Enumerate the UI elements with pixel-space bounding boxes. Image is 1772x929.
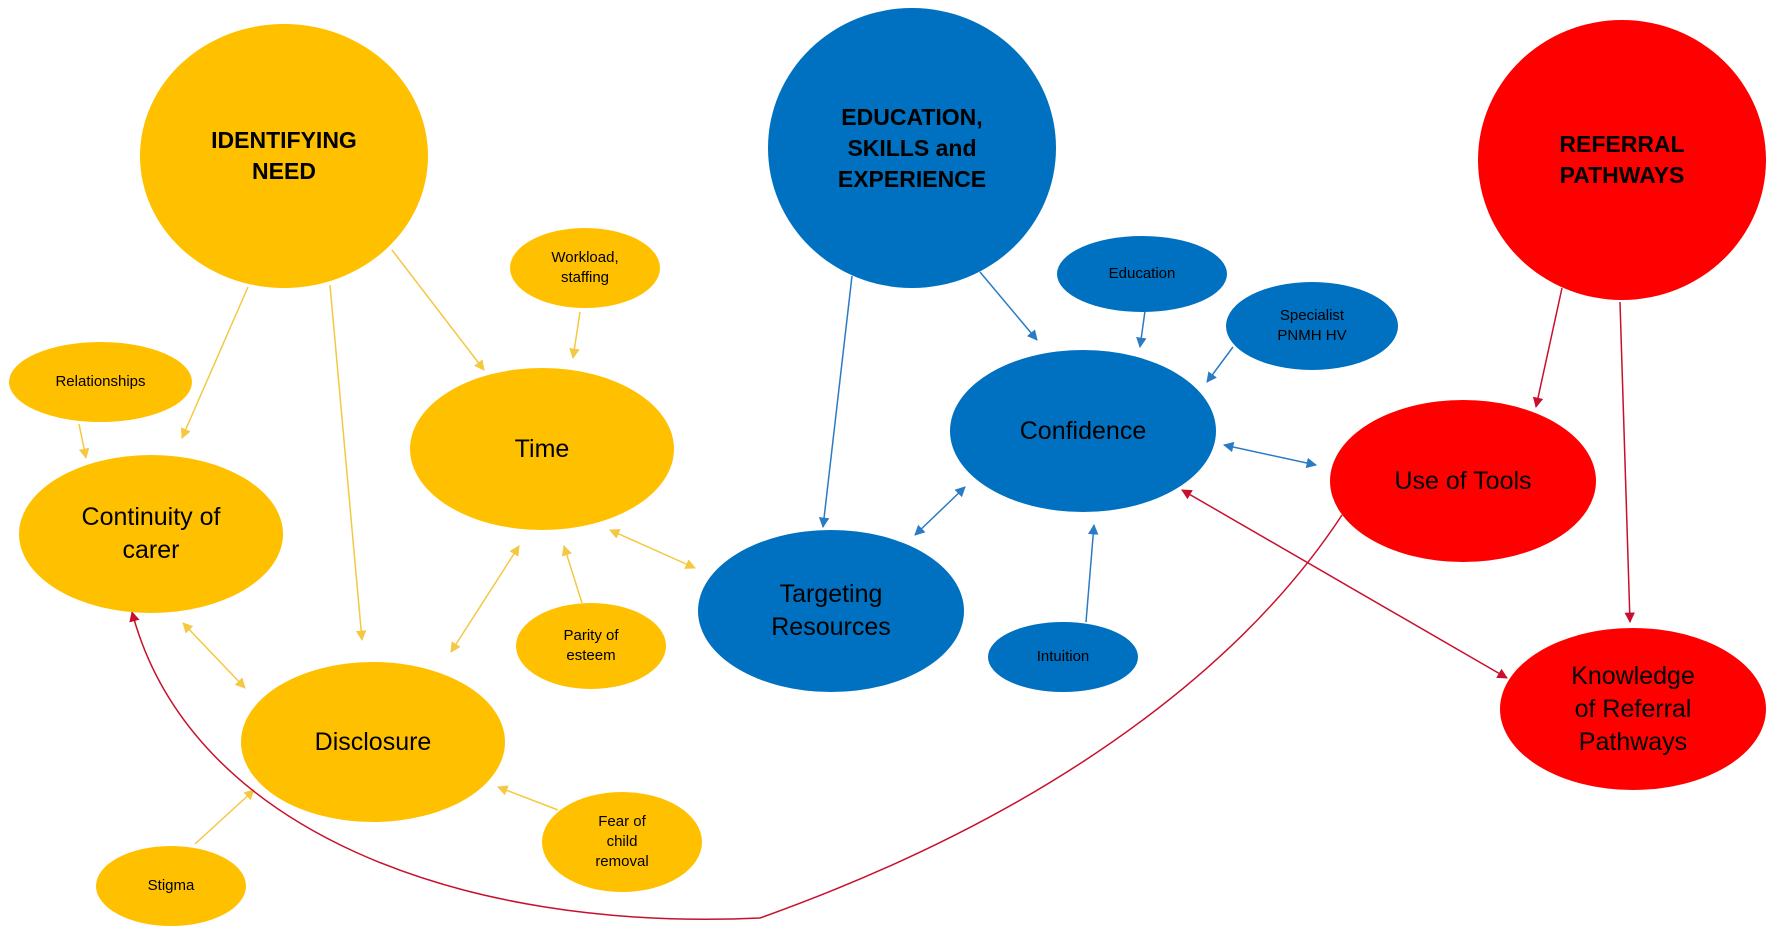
node-label: Disclosure [314,727,432,756]
node-label: Knowledge of Referral Pathways [1571,661,1695,756]
node-label: Parity of esteem [563,627,619,664]
node-time: Time [410,368,674,530]
node-label: Specialist PNMH HV [1277,307,1347,344]
node-relationships: Relationships [9,342,192,422]
node-label: Relationships [55,373,146,390]
node-parity-of-esteem: Parity of esteem [516,603,666,689]
node-label: Fear of child removal [595,813,649,870]
link-identifying-to-continuity [180,286,249,439]
node-label: Continuity of carer [81,503,221,564]
link-education-skills-to-confidence [979,271,1038,341]
link-workload-to-time [569,311,581,360]
node-referral-pathways: REFERRAL PATHWAYS [1478,20,1766,300]
node-stigma: Stigma [96,846,246,926]
node-label: REFERRAL PATHWAYS [1559,131,1685,188]
link-use-of-tools-to-continuity [129,514,1343,920]
node-targeting-resources: Targeting Resources [698,530,964,692]
link-confidence-targeting [914,486,966,536]
link-continuity-disclosure [182,622,246,689]
node-knowledge-of-referral-pathways: Knowledge of Referral Pathways [1500,628,1766,790]
link-specialist-to-confidence [1206,346,1234,383]
node-label: IDENTIFYING NEED [211,127,357,184]
node-education: Education [1057,236,1227,312]
node-label: Stigma [147,877,195,894]
link-relationships-to-continuity [78,423,90,460]
node-label: EDUCATION, SKILLS and EXPERIENCE [837,103,987,192]
node-fear-of-child-removal: Fear of child removal [542,792,702,892]
node-label: Targeting Resources [771,580,891,641]
node-label: Confidence [1019,416,1147,445]
node-education-skills-experience: EDUCATION, SKILLS and EXPERIENCE [768,8,1056,288]
node-label: Time [514,434,570,463]
node-label: Education [1108,265,1176,282]
node-confidence: Confidence [950,350,1216,512]
link-intuition-to-confidence [1085,523,1099,623]
link-fear-to-disclosure [497,785,559,811]
link-confidence-use-of-tools [1222,441,1318,469]
link-time-targeting [609,529,696,569]
node-specialist-pnmh-hv: Specialist PNMH HV [1226,282,1398,370]
link-disclosure-time [450,545,520,653]
node-label: Intuition [1036,648,1090,665]
node-identifying-need: IDENTIFYING NEED [140,24,428,288]
link-identifying-to-time [391,249,485,371]
node-disclosure: Disclosure [241,662,505,822]
link-parity-to-time [561,544,583,604]
link-confidence-knowledge [1181,489,1508,679]
node-label: Use of Tools [1394,466,1532,495]
node-continuity-of-carer: Continuity of carer [19,455,283,613]
node-use-of-tools: Use of Tools [1330,400,1596,562]
link-identifying-to-disclosure [329,284,367,642]
node-label: Workload, staffing [551,249,619,286]
link-education-skills-to-targeting [818,275,853,529]
link-referral-to-use-of-tools [1532,287,1563,409]
link-referral-to-knowledge [1619,301,1635,624]
node-workload-staffing: Workload, staffing [510,228,660,308]
link-education-to-confidence [1136,310,1147,349]
link-stigma-to-disclosure [194,789,255,845]
node-intuition: Intuition [988,622,1138,692]
